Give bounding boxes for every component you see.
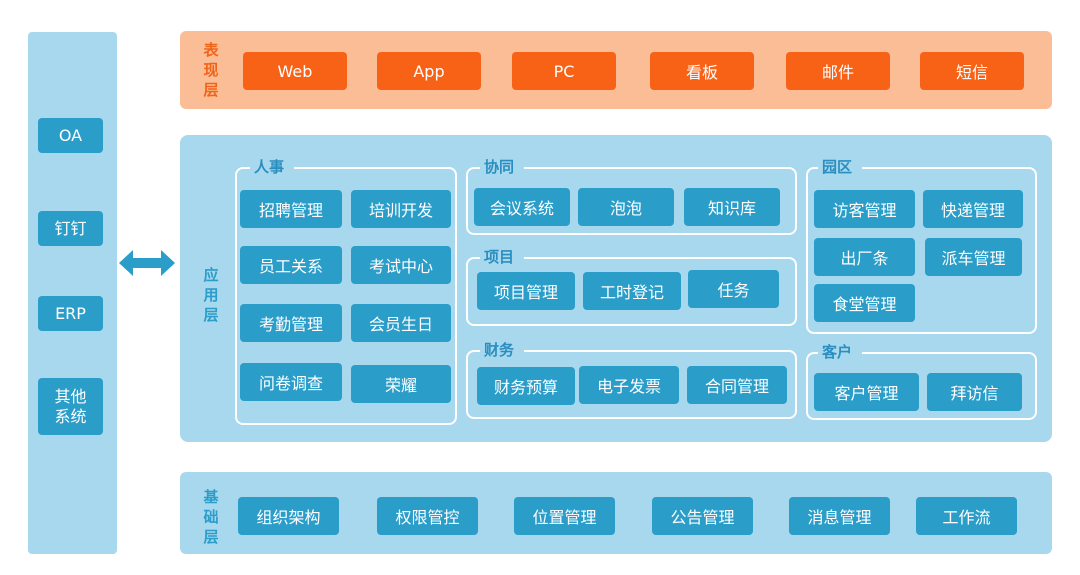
park-item-visitor[interactable]: 访客管理 <box>814 190 915 228</box>
hr-item-training[interactable]: 培训开发 <box>351 190 451 228</box>
base-layer-title: 基 础 层 <box>203 488 219 546</box>
presentation-item-web[interactable]: Web <box>243 52 347 90</box>
external-system-erp[interactable]: ERP <box>38 296 103 331</box>
presentation-item-app[interactable]: App <box>377 52 481 90</box>
presentation-item-dashboard[interactable]: 看板 <box>650 52 754 90</box>
collab-item-paopao[interactable]: 泡泡 <box>578 188 674 226</box>
base-item-permissions[interactable]: 权限管控 <box>377 497 478 535</box>
collab-item-meeting[interactable]: 会议系统 <box>474 188 570 226</box>
hr-item-attendance[interactable]: 考勤管理 <box>240 304 342 342</box>
hr-item-employee-relations[interactable]: 员工关系 <box>240 246 342 284</box>
external-system-dingtalk[interactable]: 钉钉 <box>38 211 103 246</box>
presentation-layer-title: 表 现 层 <box>203 41 219 99</box>
park-item-exit-slip[interactable]: 出厂条 <box>814 238 915 276</box>
hr-item-member-birthday[interactable]: 会员生日 <box>351 304 451 342</box>
finance-item-contract[interactable]: 合同管理 <box>687 366 787 404</box>
base-item-announcements[interactable]: 公告管理 <box>652 497 753 535</box>
application-layer-title: 应 用 层 <box>203 266 219 324</box>
park-item-express[interactable]: 快递管理 <box>923 190 1023 228</box>
customer-item-visit-letter[interactable]: 拜访信 <box>927 373 1022 411</box>
group-hr <box>235 167 457 425</box>
group-project <box>466 257 797 326</box>
base-item-location[interactable]: 位置管理 <box>514 497 615 535</box>
bidirectional-arrow-icon <box>119 250 175 276</box>
park-item-canteen[interactable]: 食堂管理 <box>814 284 915 322</box>
group-finance <box>466 350 797 419</box>
group-park <box>806 167 1037 334</box>
group-customer-title: 客户 <box>818 343 863 361</box>
project-item-timesheet[interactable]: 工时登记 <box>583 272 681 310</box>
presentation-item-pc[interactable]: PC <box>512 52 616 90</box>
project-item-task[interactable]: 任务 <box>688 270 779 308</box>
hr-item-recruitment[interactable]: 招聘管理 <box>240 190 342 228</box>
external-systems-panel <box>28 32 117 554</box>
finance-item-e-invoice[interactable]: 电子发票 <box>579 366 679 404</box>
group-park-title: 园区 <box>818 158 863 176</box>
group-finance-title: 财务 <box>480 341 525 359</box>
group-customer <box>806 352 1037 420</box>
finance-item-budget[interactable]: 财务预算 <box>477 367 575 405</box>
base-item-messages[interactable]: 消息管理 <box>789 497 890 535</box>
park-item-vehicle[interactable]: 派车管理 <box>925 238 1022 276</box>
base-item-org-structure[interactable]: 组织架构 <box>238 497 339 535</box>
external-system-other[interactable]: 其他 系统 <box>38 378 103 435</box>
customer-item-management[interactable]: 客户管理 <box>814 373 919 411</box>
base-item-workflow[interactable]: 工作流 <box>916 497 1017 535</box>
presentation-item-email[interactable]: 邮件 <box>786 52 890 90</box>
project-item-management[interactable]: 项目管理 <box>477 272 575 310</box>
external-system-oa[interactable]: OA <box>38 118 103 153</box>
hr-item-exam-center[interactable]: 考试中心 <box>351 246 451 284</box>
hr-item-honor[interactable]: 荣耀 <box>351 365 451 403</box>
hr-item-survey[interactable]: 问卷调查 <box>240 363 342 401</box>
collab-item-knowledge-base[interactable]: 知识库 <box>684 188 780 226</box>
group-hr-title: 人事 <box>250 158 295 176</box>
presentation-item-sms[interactable]: 短信 <box>920 52 1024 90</box>
group-collab-title: 协同 <box>480 158 525 176</box>
group-project-title: 项目 <box>480 248 525 266</box>
group-collab <box>466 167 797 235</box>
